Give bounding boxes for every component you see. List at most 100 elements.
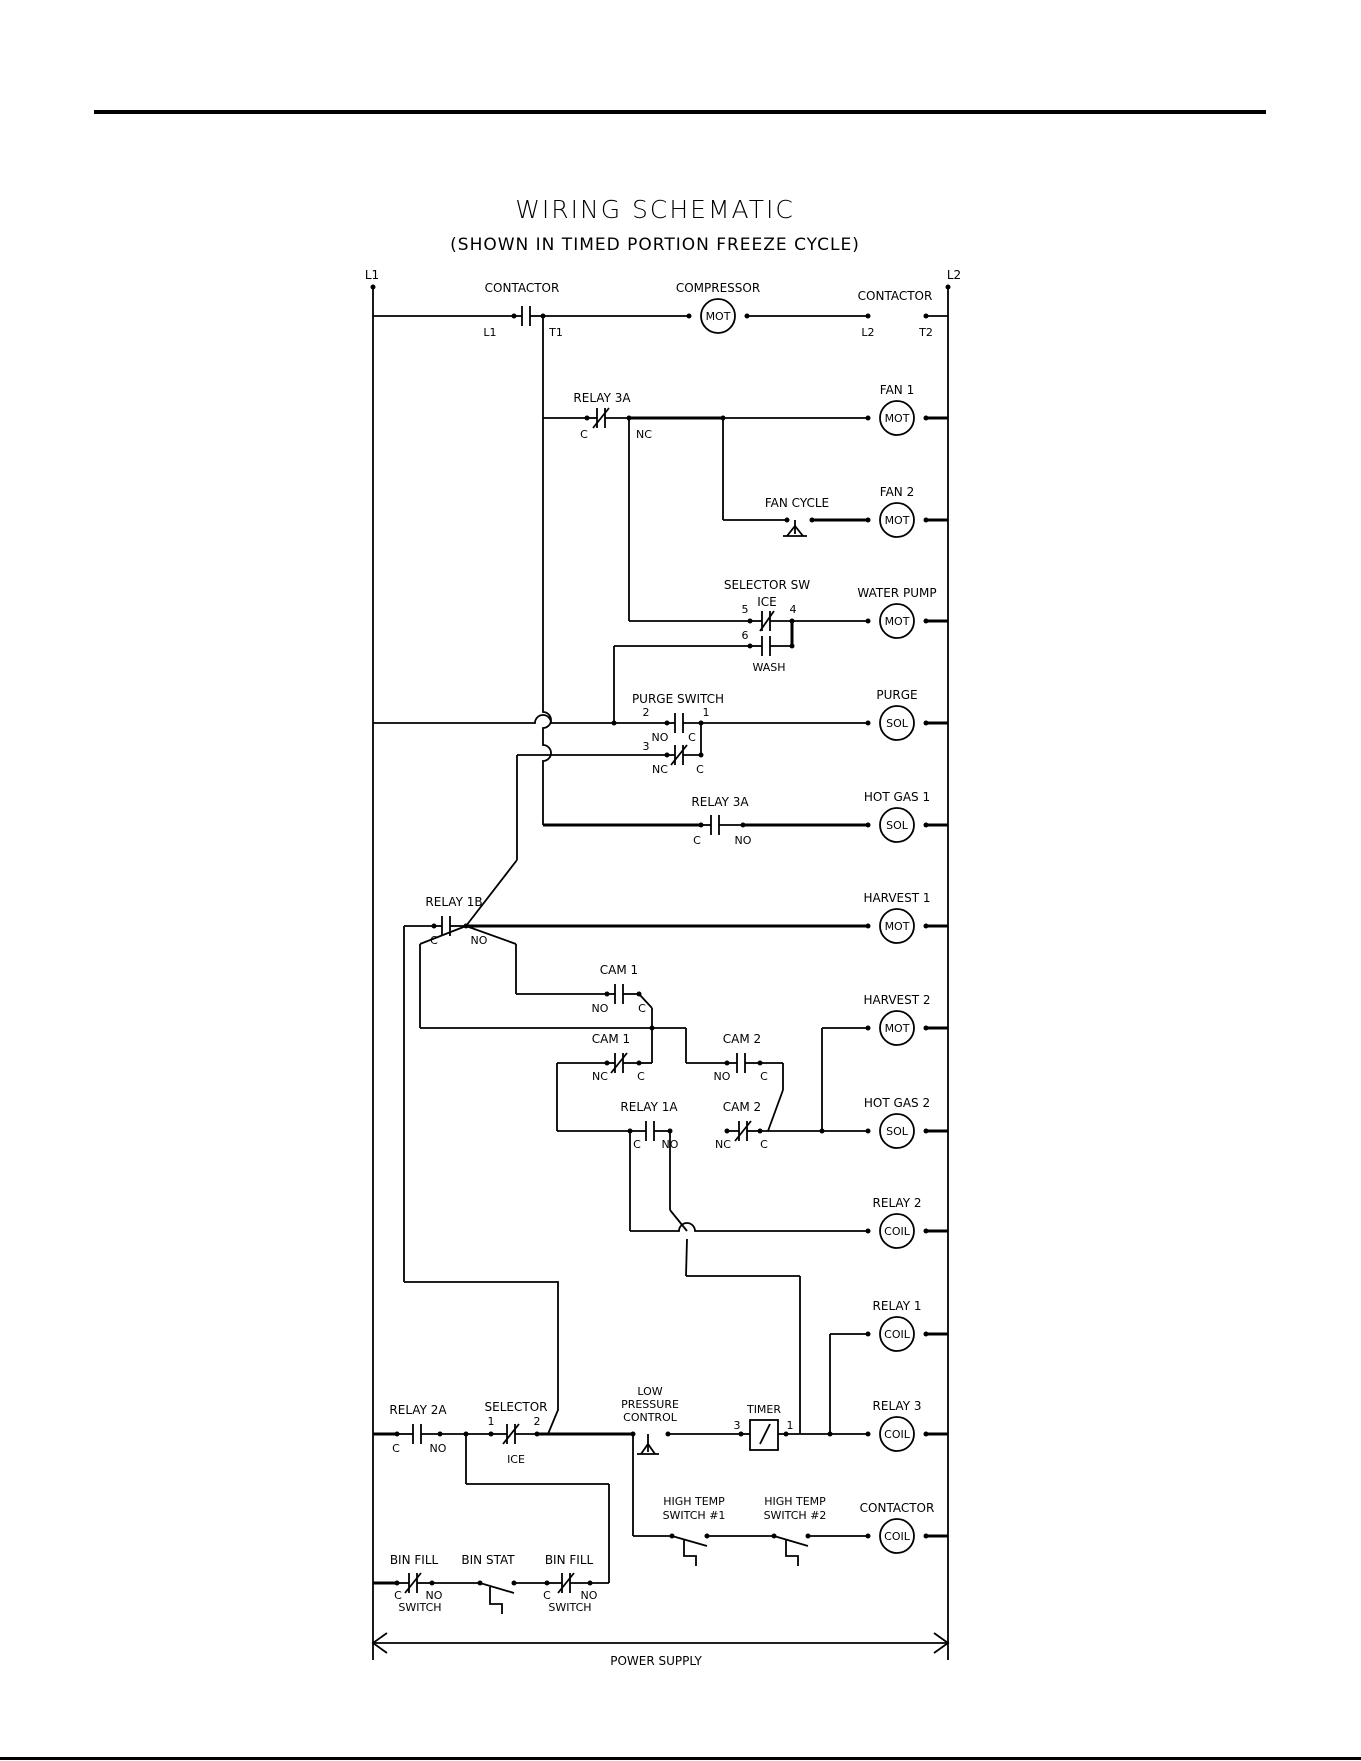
svg-text:BIN FILL: BIN FILL [545,1553,594,1567]
row-relay-1-coil: COIL RELAY 1 [829,1299,948,1434]
svg-text:PURGE SWITCH: PURGE SWITCH [632,692,724,706]
svg-text:COIL: COIL [884,1225,911,1238]
svg-text:CAM 2: CAM 2 [723,1100,761,1114]
svg-text:RELAY 1A: RELAY 1A [620,1100,678,1114]
svg-text:RELAY 3A: RELAY 3A [691,795,749,809]
svg-text:SOL: SOL [886,819,909,832]
svg-text:BIN STAT: BIN STAT [461,1553,515,1567]
svg-text:PRESSURE: PRESSURE [621,1398,679,1411]
diagram-subtitle: (SHOWN IN TIMED PORTION FREEZE CYCLE) [450,235,860,255]
svg-text:2: 2 [643,706,650,719]
compressor-motor [700,298,736,334]
header-rule [94,110,1266,114]
svg-text:SELECTOR: SELECTOR [485,1400,548,1414]
cam-1-nc-contact: CAM 1 NC C [556,1028,653,1132]
cam-1-no-contact: CAM 1 NO C [516,963,653,1028]
svg-text:MOT: MOT [885,615,910,628]
svg-text:SWITCH #2: SWITCH #2 [764,1509,827,1522]
svg-text:T1: T1 [548,326,563,339]
row-compressor: CONTACTOR L1 T1 MOT COMPRESSOR CONTACTOR… [373,281,948,339]
row-relay-2-coil: COIL RELAY 2 [629,1131,948,1434]
svg-text:4: 4 [790,603,797,616]
svg-text:C: C [580,428,588,441]
row-purge: PURGE SWITCH 2 1 NO C SOL PURGE 3 NC C [373,646,948,927]
svg-text:NO: NO [430,1442,447,1455]
svg-text:6: 6 [742,629,749,642]
svg-text:MOT: MOT [706,310,731,323]
cam-2-no-contact: CAM 2 NO C [685,1028,784,1132]
svg-text:C: C [638,1002,646,1015]
svg-text:CAM 1: CAM 1 [592,1032,630,1046]
svg-text:HIGH TEMP: HIGH TEMP [764,1495,826,1508]
svg-text:C: C [760,1138,768,1151]
svg-text:MOT: MOT [885,514,910,527]
row-hot-gas-2: RELAY 1A C NO CAM 2 NC C SOL HOT GAS 2 [620,1096,948,1151]
rail-l1-terminal [370,284,376,290]
svg-text:3: 3 [643,740,650,753]
svg-text:HIGH TEMP: HIGH TEMP [663,1495,725,1508]
svg-text:NO: NO [581,1589,598,1602]
row-relay-3-coil: RELAY 2A C NO SELECTOR 1 2 ICE LOW PRESS… [373,1385,948,1466]
svg-text:HOT GAS 1: HOT GAS 1 [864,790,930,804]
svg-text:SWITCH #1: SWITCH #1 [663,1509,726,1522]
svg-text:NO: NO [652,731,669,744]
svg-text:RELAY 1B: RELAY 1B [425,895,482,909]
svg-text:ICE: ICE [757,595,777,609]
svg-text:PURGE: PURGE [876,688,917,702]
svg-text:CAM 2: CAM 2 [723,1032,761,1046]
row-water-pump: SELECTOR SW ICE 5 4 6 WASH MOT WATER PUM… [614,418,948,674]
svg-text:C: C [430,934,438,947]
svg-text:1: 1 [787,1419,794,1432]
svg-text:MOT: MOT [885,1022,910,1035]
svg-text:L2: L2 [861,326,874,339]
row-bin-fill: BIN FILL C NO SWITCH BIN STAT BIN FILL C… [373,1434,610,1614]
svg-text:RELAY 1: RELAY 1 [873,1299,922,1313]
svg-text:NO: NO [592,1002,609,1015]
svg-text:RELAY 2: RELAY 2 [873,1196,922,1210]
power-supply-label: POWER SUPPLY [610,1654,702,1668]
row-fan-2: FAN CYCLE MOT FAN 2 [722,418,948,538]
footer-rule [0,1757,1361,1760]
svg-text:SWITCH: SWITCH [398,1601,441,1614]
svg-text:ICE: ICE [507,1453,525,1466]
relay-1b-return-wire [404,1281,559,1435]
svg-text:FAN 1: FAN 1 [880,383,914,397]
row-harvest-2: MOT HARVEST 2 [821,993,948,1131]
svg-text:5: 5 [742,603,749,616]
svg-text:NC: NC [715,1138,731,1151]
svg-text:C: C [693,834,701,847]
svg-text:BIN FILL: BIN FILL [390,1553,439,1567]
svg-text:NO: NO [471,934,488,947]
svg-text:HARVEST 1: HARVEST 1 [863,891,930,905]
svg-text:COIL: COIL [884,1328,911,1341]
t1-bus [542,316,552,825]
svg-text:CONTACTOR: CONTACTOR [858,289,933,303]
svg-text:HOT GAS 2: HOT GAS 2 [864,1096,930,1110]
svg-text:C: C [637,1070,645,1083]
svg-text:HARVEST 2: HARVEST 2 [863,993,930,1007]
svg-text:L1: L1 [483,326,496,339]
svg-text:C: C [696,763,704,776]
svg-text:LOW: LOW [637,1385,662,1398]
svg-text:MOT: MOT [885,920,910,933]
svg-text:3: 3 [734,1419,741,1432]
svg-text:MOT: MOT [885,412,910,425]
svg-text:NO: NO [714,1070,731,1083]
svg-text:WATER PUMP: WATER PUMP [857,586,936,600]
svg-text:NO: NO [735,834,752,847]
svg-text:TIMER: TIMER [746,1403,781,1416]
svg-text:C: C [633,1138,641,1151]
svg-text:WASH: WASH [752,661,785,674]
svg-text:FAN 2: FAN 2 [880,485,914,499]
svg-text:CONTACTOR: CONTACTOR [485,281,560,295]
svg-text:SOL: SOL [886,717,909,730]
svg-text:SWITCH: SWITCH [548,1601,591,1614]
row-contactor-coil: HIGH TEMP SWITCH #1 HIGH TEMP SWITCH #2 … [632,1434,948,1566]
rail-l2-terminal [945,284,951,290]
svg-text:1: 1 [703,706,710,719]
svg-text:T2: T2 [918,326,933,339]
svg-text:NC: NC [636,428,652,441]
svg-text:RELAY 3A: RELAY 3A [573,391,631,405]
row-harvest-1: RELAY 1B C NO MOT HARVEST 1 [403,891,948,1282]
